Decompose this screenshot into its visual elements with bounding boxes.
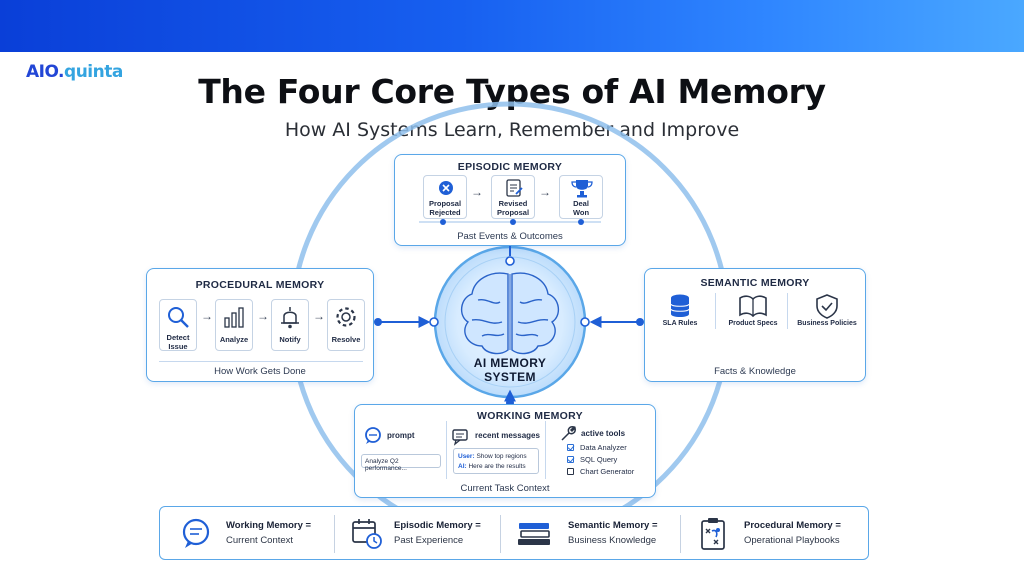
- legend-procedural: Procedural Memory = Operational Playbook…: [682, 507, 868, 559]
- proc-step-analyze: [215, 299, 253, 351]
- working-title: WORKING MEMORY: [477, 410, 583, 422]
- database-icon: [670, 294, 690, 317]
- bar-chart-icon: [224, 307, 244, 328]
- procedural-footer: How Work Gets Done: [214, 366, 306, 377]
- prompt-box: Analyze Q2 performance...: [361, 454, 441, 472]
- messages-box: User: Show top regions AI: Here are the …: [453, 448, 539, 474]
- chat-bubble-icon: [365, 427, 381, 444]
- working-memory-card: WORKING MEMORY prompt Analyze Q2 perform…: [354, 404, 656, 498]
- legend-bar: Working Memory = Current Context Episodi…: [159, 506, 869, 560]
- checkbox[interactable]: [567, 444, 574, 451]
- arrow-icon: →: [313, 309, 325, 323]
- arrow-icon: →: [471, 185, 483, 199]
- semantic-title: SEMANTIC MEMORY: [700, 277, 810, 289]
- tool-data-analyzer[interactable]: Data Analyzer: [567, 443, 627, 452]
- calendar-clock-icon: [352, 519, 382, 549]
- magnifier-icon: [168, 307, 189, 328]
- arrow-icon: →: [201, 309, 213, 323]
- arrow-icon: →: [539, 185, 551, 199]
- legend-working: Working Memory = Current Context: [160, 507, 336, 559]
- gear-icon: [336, 307, 356, 327]
- arrow-icon: →: [257, 309, 269, 323]
- legend-episodic: Episodic Memory = Past Experience: [336, 507, 502, 559]
- playbook-icon: [701, 518, 725, 550]
- tool-sql-query[interactable]: SQL Query: [567, 455, 617, 464]
- hub-label: AI MEMORY SYSTEM: [473, 356, 547, 384]
- semantic-memory-card: SEMANTIC MEMORY SLA Rules Product Specs …: [644, 268, 866, 382]
- working-footer: Current Task Context: [460, 483, 550, 494]
- messages-icon: [452, 429, 468, 446]
- semantic-footer: Facts & Knowledge: [714, 366, 796, 377]
- top-banner: [0, 0, 1024, 52]
- episode-step-won: [559, 175, 603, 219]
- shield-icon: [816, 294, 838, 319]
- timeline: [419, 219, 601, 225]
- proc-step-detect: [159, 299, 197, 351]
- episode-step-revised: [491, 175, 535, 219]
- document-edit-icon: [506, 179, 523, 197]
- x-circle-icon: [439, 181, 453, 195]
- book-icon: [739, 295, 767, 318]
- legend-semantic: Semantic Memory = Business Knowledge: [502, 507, 682, 559]
- tool-chart-generator[interactable]: Chart Generator: [567, 467, 634, 476]
- episodic-footer: Past Events & Outcomes: [457, 231, 563, 242]
- checkbox[interactable]: [567, 468, 574, 475]
- books-stack-icon: [518, 523, 550, 545]
- episodic-title: EPISODIC MEMORY: [457, 161, 563, 173]
- wrench-icon: [561, 426, 576, 441]
- proc-step-notify: [271, 299, 309, 351]
- brand-logo: AIO.quinta: [26, 62, 123, 82]
- trophy-icon: [571, 180, 593, 198]
- checkbox[interactable]: [567, 456, 574, 463]
- chat-bubble-icon: [182, 518, 210, 548]
- proc-step-resolve: [327, 299, 365, 351]
- brain-icon: [461, 272, 559, 355]
- bell-icon: [281, 307, 299, 329]
- procedural-title: PROCEDURAL MEMORY: [195, 279, 325, 291]
- episode-step-rejected: [423, 175, 467, 219]
